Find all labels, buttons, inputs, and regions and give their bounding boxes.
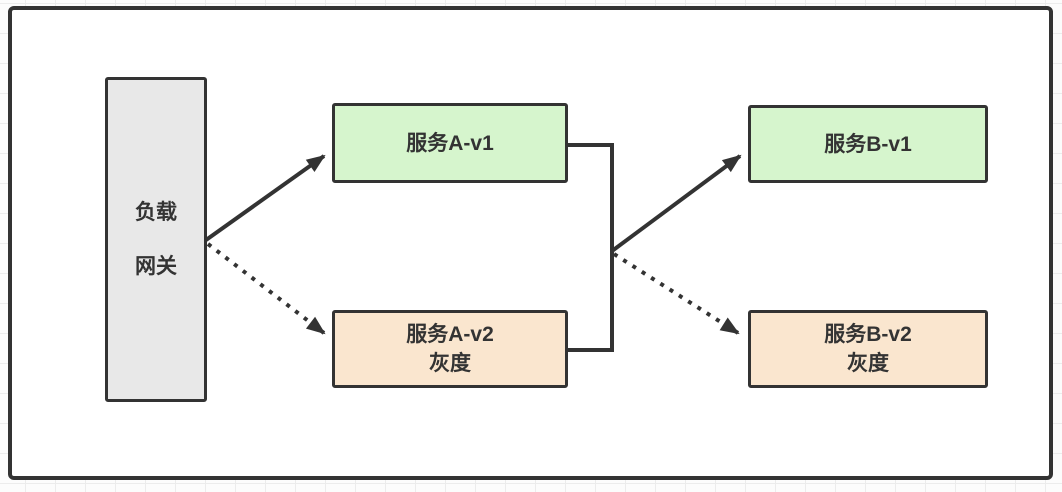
service-a-v1-label: 服务A-v1 <box>406 131 494 155</box>
service-b-v1-label: 服务B-v1 <box>824 132 912 156</box>
service-b-v2-node: 服务B-v2 灰度 <box>748 310 988 388</box>
gateway-label-line2: 网关 <box>135 255 177 278</box>
service-a-v1-node: 服务A-v1 <box>332 103 568 183</box>
service-b-v2-sublabel: 灰度 <box>847 352 889 375</box>
service-a-v2-label: 服务A-v2 <box>406 323 494 346</box>
service-a-v2-node: 服务A-v2 灰度 <box>332 310 568 388</box>
service-b-v2-label: 服务B-v2 <box>824 323 912 346</box>
service-b-v1-node: 服务B-v1 <box>748 105 988 183</box>
gateway-node: 负载 网关 <box>105 77 207 402</box>
service-a-v2-sublabel: 灰度 <box>429 352 471 375</box>
gateway-label-line1: 负载 <box>135 201 177 224</box>
